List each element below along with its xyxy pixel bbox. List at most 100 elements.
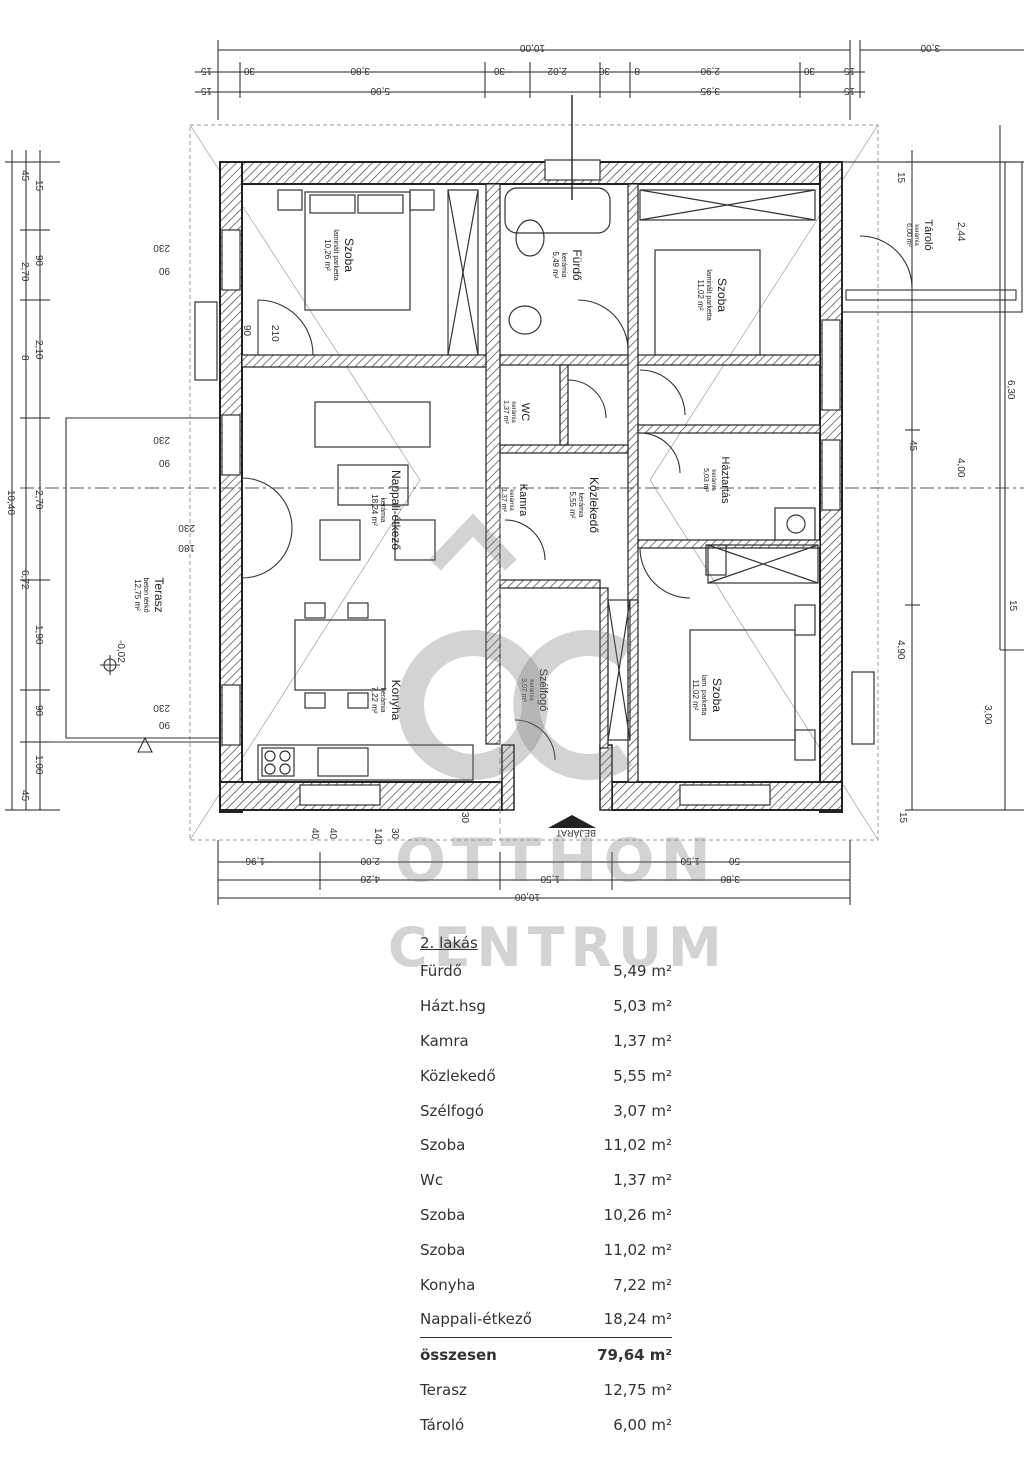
svg-text:15: 15 — [33, 180, 44, 192]
svg-text:2,70: 2,70 — [33, 490, 44, 510]
dimension-lines-left — [5, 150, 60, 811]
terrace — [50, 417, 220, 753]
svg-text:10,40: 10,40 — [5, 490, 16, 515]
room-name-kozlekedo: Közlekedő — [587, 477, 601, 533]
room-name-szoba-2: Szoba — [715, 278, 729, 312]
svg-text:30: 30 — [459, 812, 470, 824]
svg-text:12,75 m²: 12,75 m² — [133, 579, 142, 611]
svg-text:11,02 m²: 11,02 m² — [691, 680, 700, 711]
room-name-terasz: Terasz — [152, 577, 166, 612]
watermark-line1: OTTHON — [395, 826, 717, 896]
svg-text:90: 90 — [33, 255, 44, 267]
svg-text:15: 15 — [200, 65, 212, 76]
svg-text:30: 30 — [803, 65, 815, 76]
dimension-lines-bottom — [217, 840, 851, 905]
room-name-kamra: Kamra — [517, 484, 529, 517]
svg-text:15: 15 — [895, 172, 906, 184]
svg-text:6,00 m²: 6,00 m² — [905, 223, 912, 247]
svg-text:15: 15 — [200, 85, 212, 96]
svg-text:1,37 m²: 1,37 m² — [502, 400, 509, 424]
svg-text:3,00: 3,00 — [982, 705, 993, 725]
svg-text:15: 15 — [843, 65, 855, 76]
svg-text:90: 90 — [158, 265, 170, 276]
svg-text:15: 15 — [843, 85, 855, 96]
svg-text:15: 15 — [897, 812, 908, 824]
dim-top-right: 3,00 — [920, 42, 940, 53]
svg-text:15: 15 — [1007, 600, 1018, 612]
svg-text:1,50: 1,50 — [540, 873, 560, 884]
svg-text:-0,02: -0,02 — [115, 640, 126, 663]
dimension-lines-right — [905, 150, 1024, 811]
svg-text:kerámia: kerámia — [508, 489, 514, 511]
svg-text:30: 30 — [598, 65, 610, 76]
room-name-haztartas: Háztartás — [719, 456, 731, 504]
svg-text:90: 90 — [241, 325, 252, 337]
area-table-title: 2. lakás — [420, 934, 478, 952]
svg-text:5,49 m²: 5,49 m² — [551, 251, 560, 278]
svg-text:40: 40 — [327, 828, 338, 840]
svg-text:kerámia: kerámia — [560, 253, 567, 278]
svg-text:4,20: 4,20 — [360, 873, 380, 884]
svg-text:4,00: 4,00 — [955, 458, 966, 478]
svg-text:50: 50 — [728, 855, 740, 866]
room-name-szoba-1: Szoba — [342, 238, 356, 272]
svg-text:2,00: 2,00 — [360, 855, 380, 866]
svg-text:8: 8 — [19, 355, 30, 361]
watermark-line2: CENTRUM — [388, 916, 728, 979]
dimension-labels: 10,00 3,00 15 30 3,80 30 2,02 30 8 2,90 … — [5, 42, 1018, 902]
dimension-lines-top — [195, 40, 1024, 120]
svg-text:BEJÁRAT: BEJÁRAT — [556, 828, 596, 838]
furniture — [257, 187, 819, 781]
room-labels: Szoba laminált parketta 10,26 m² Fürdő k… — [133, 219, 934, 720]
svg-text:230: 230 — [153, 434, 170, 445]
room-name-szoba-3: Szoba — [710, 678, 724, 712]
svg-text:230: 230 — [153, 702, 170, 713]
svg-text:kerámia: kerámia — [528, 679, 534, 701]
svg-text:7,22 m²: 7,22 m² — [370, 686, 379, 713]
svg-text:230: 230 — [178, 522, 195, 533]
room-name-konyha: Konyha — [389, 680, 403, 721]
svg-text:6,72: 6,72 — [19, 570, 30, 590]
windows — [194, 159, 875, 806]
svg-text:30: 30 — [243, 65, 255, 76]
svg-text:30: 30 — [389, 828, 400, 840]
svg-text:3,80: 3,80 — [720, 873, 740, 884]
dim-top-overall: 10,00 — [520, 42, 545, 53]
svg-text:10,00: 10,00 — [515, 891, 540, 902]
svg-text:140: 140 — [372, 828, 383, 845]
svg-text:40: 40 — [309, 828, 320, 840]
svg-text:45: 45 — [19, 170, 30, 182]
svg-text:kerámia: kerámia — [510, 401, 516, 423]
svg-text:laminált parketta: laminált parketta — [332, 229, 339, 280]
svg-text:3,80: 3,80 — [350, 65, 370, 76]
svg-text:2,02: 2,02 — [547, 65, 567, 76]
entrance-arrow-icon — [548, 815, 596, 828]
svg-text:90: 90 — [158, 457, 170, 468]
doors — [241, 235, 913, 761]
svg-text:lam. parketta: lam. parketta — [700, 675, 707, 716]
svg-text:2,44: 2,44 — [955, 222, 966, 242]
room-name-furdo: Fürdő — [570, 249, 584, 281]
svg-text:1,96: 1,96 — [245, 855, 265, 866]
otthon-centrum-logo-icon — [398, 513, 633, 780]
svg-text:laminált parketta: laminált parketta — [705, 269, 712, 320]
svg-text:5,03 m²: 5,03 m² — [702, 468, 709, 492]
svg-text:30: 30 — [493, 65, 505, 76]
room-name-tarolo: Tároló — [922, 219, 934, 250]
svg-text:18,24 m²: 18,24 m² — [370, 494, 379, 526]
svg-text:210: 210 — [269, 325, 280, 342]
